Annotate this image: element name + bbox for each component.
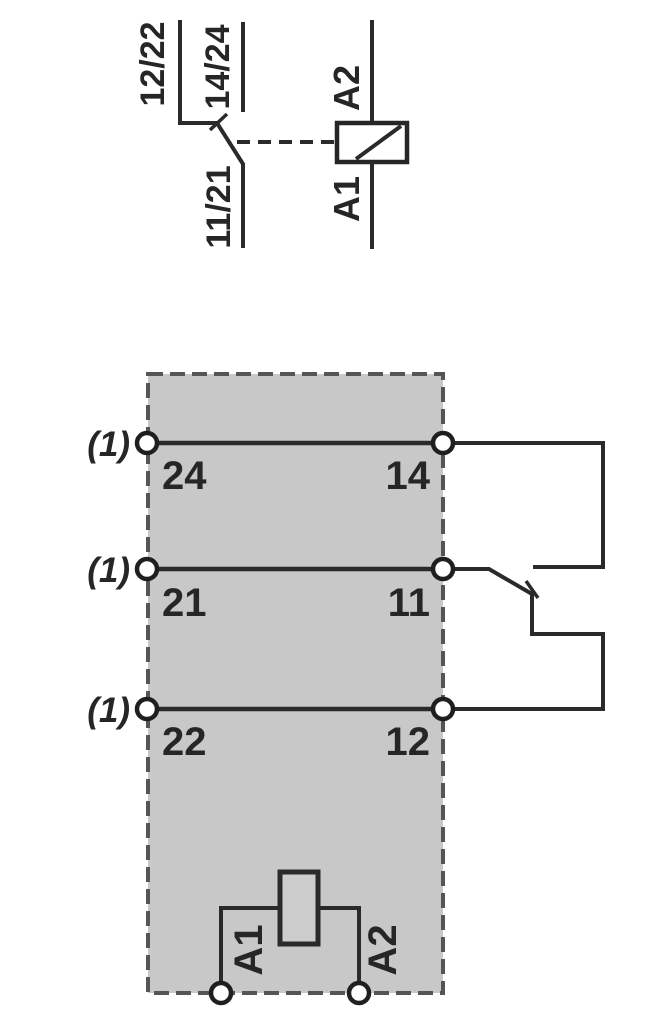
terminal-label-14: 14 [386, 454, 431, 498]
terminal-label-11: 11 [388, 581, 430, 625]
terminal-22 [134, 696, 160, 722]
coil-terminal-label-a2: A2 [361, 924, 405, 975]
common-contact-label: 11/21 [200, 165, 238, 248]
terminal-24 [134, 430, 160, 456]
coil-diagonal [354, 124, 403, 161]
coil-top-label: A2 [326, 65, 367, 111]
terminal-label-24: 24 [162, 454, 207, 498]
nc-contact-line [178, 20, 217, 125]
annotation-1-row1: (1) [87, 425, 130, 464]
terminal-14 [430, 430, 456, 456]
no-contact-label: 14/24 [199, 24, 237, 109]
changeover-contact-symbol: 12/22 14/24 11/21 [134, 20, 336, 249]
nc-contact-tick [208, 112, 229, 132]
terminal-21 [134, 556, 160, 582]
terminal-label-22: 22 [162, 720, 207, 764]
terminal-label-12: 12 [386, 720, 431, 764]
terminal-a1 [208, 980, 234, 1006]
moving-contact-arm [215, 121, 245, 166]
coil-terminal-label-a1: A1 [227, 924, 271, 975]
moving-arm-path [447, 567, 534, 596]
annotation-1-row2: (1) [87, 551, 130, 590]
terminal-11 [430, 556, 456, 582]
block-coil-rect [277, 869, 321, 947]
coil-wire-a2 [318, 906, 361, 984]
annotation-1-row3: (1) [87, 691, 130, 730]
terminal-block: 24 14 21 11 22 12 (1) (1) (1) A1 A2 [87, 372, 605, 1006]
terminal-12 [430, 696, 456, 722]
coil-symbol: A2 A1 [326, 20, 410, 249]
terminal-a2 [346, 980, 372, 1006]
moving-arm-tick [524, 579, 540, 600]
coil-bottom-label: A1 [326, 176, 367, 222]
terminal-label-21: 21 [162, 581, 207, 625]
no-fixed-contact-path [443, 441, 605, 569]
coil-wire-a1 [219, 906, 280, 984]
nc-contact-label: 12/22 [134, 21, 172, 106]
nc-fixed-contact-path [447, 592, 605, 711]
